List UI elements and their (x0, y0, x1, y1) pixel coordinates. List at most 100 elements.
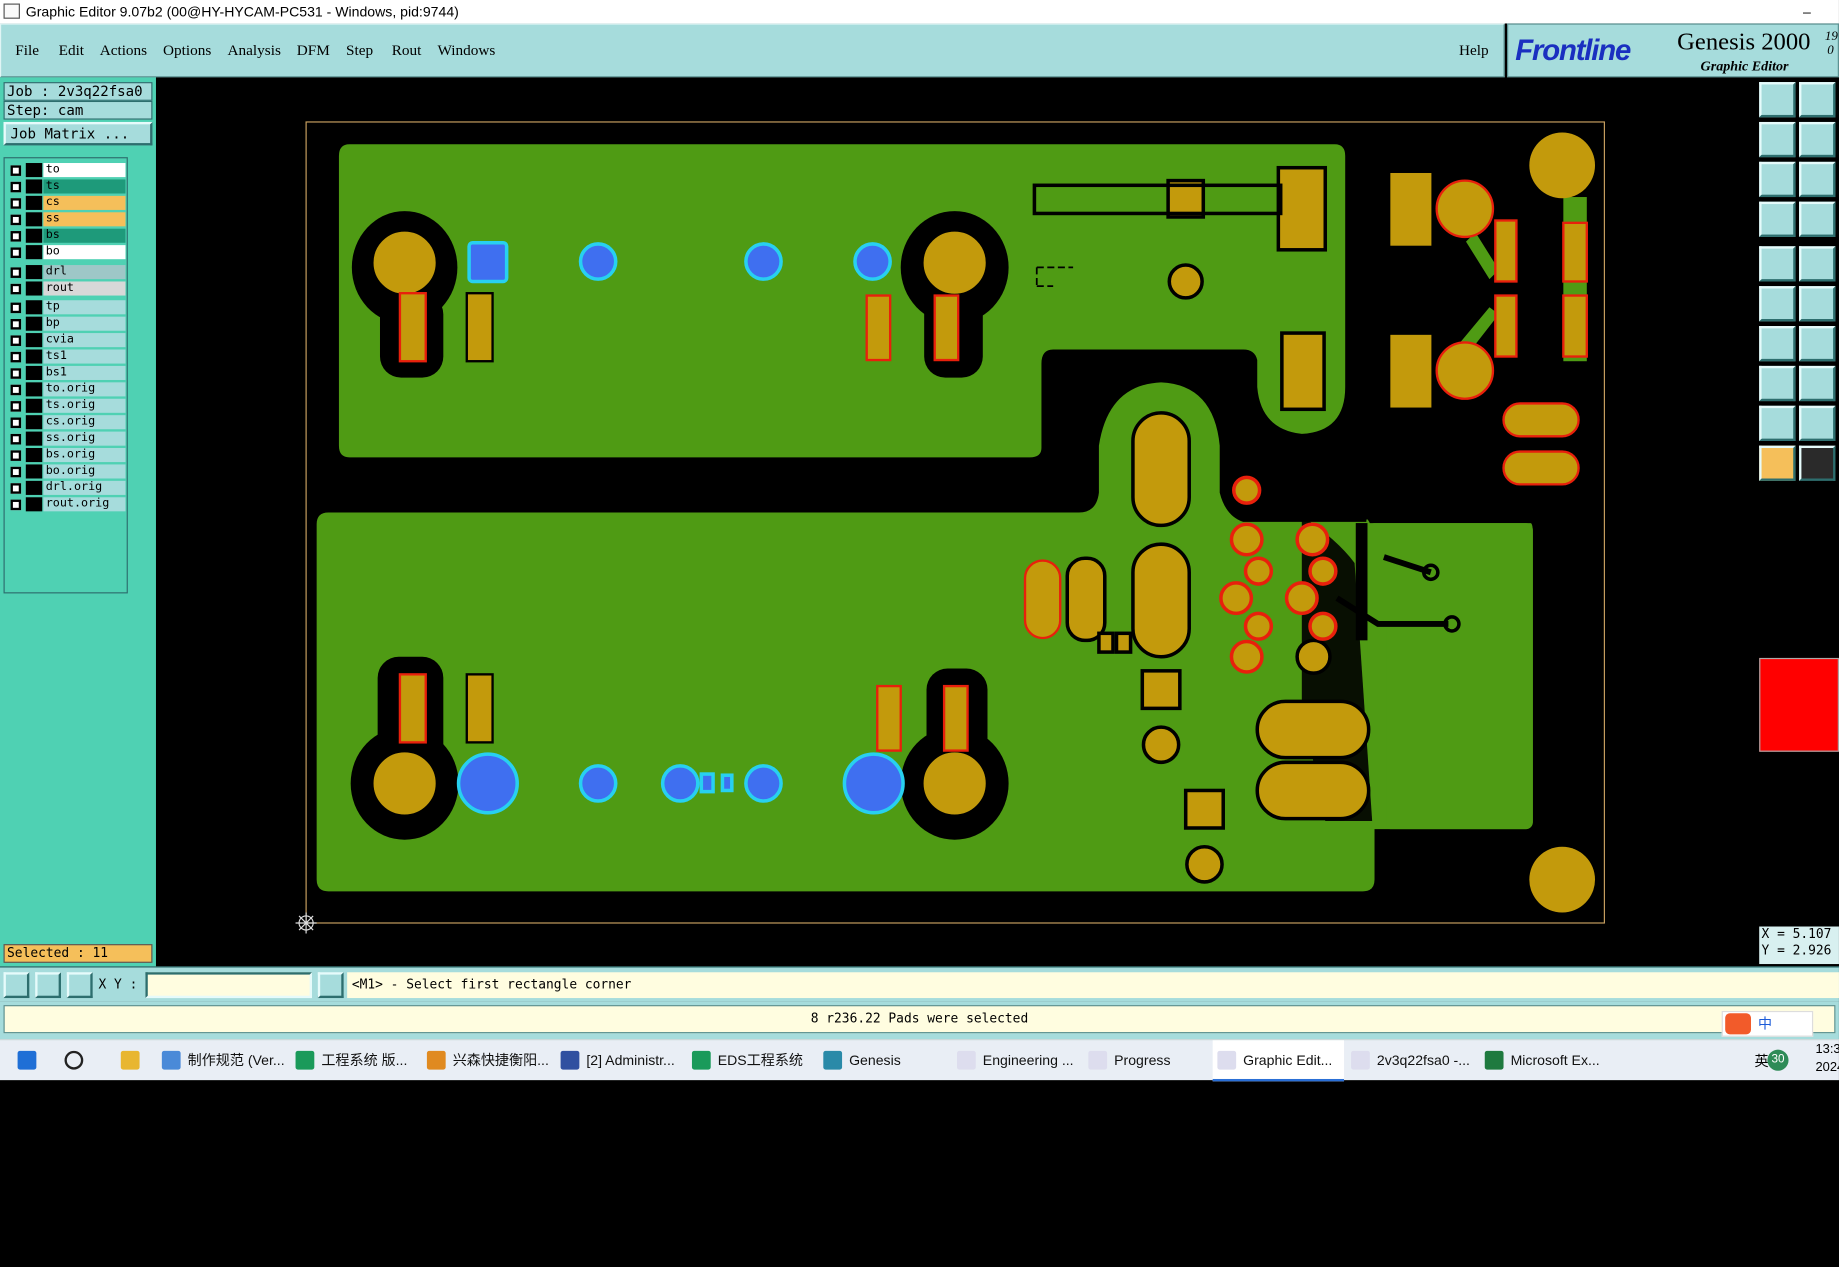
layer-color-swatch[interactable] (25, 245, 43, 260)
menu-file[interactable]: File (15, 41, 39, 59)
layer-color-swatch[interactable] (25, 497, 43, 512)
taskbar-item[interactable]: Genesis (819, 1040, 948, 1081)
layer-checkbox[interactable] (10, 165, 22, 176)
layer-row[interactable]: bo.orig (8, 464, 126, 479)
grid-snap-icon[interactable] (66, 972, 93, 999)
layer-color-swatch[interactable] (25, 281, 43, 296)
snap-mode-icon[interactable] (3, 972, 30, 999)
layer-color-swatch[interactable] (25, 333, 43, 348)
layer-checkbox[interactable] (10, 384, 22, 396)
menu-help[interactable]: Help (1458, 41, 1489, 59)
search-icon[interactable] (56, 1040, 91, 1081)
layer-row[interactable]: rout (8, 281, 126, 296)
alert-icon[interactable] (317, 972, 344, 999)
file-explorer-icon[interactable] (113, 1040, 148, 1081)
layer-row[interactable]: ts.orig (8, 398, 126, 413)
layer-row[interactable]: tp (8, 300, 126, 315)
taskbar-item[interactable]: Graphic Edit... (1212, 1040, 1345, 1082)
snap-icon[interactable] (1799, 405, 1836, 441)
zoom-fit-icon[interactable] (1799, 161, 1836, 198)
menu-options[interactable]: Options (163, 41, 212, 59)
layer-checkbox[interactable] (10, 283, 22, 295)
layer-color-swatch[interactable] (25, 464, 43, 479)
layer-row[interactable]: rout.orig (8, 497, 126, 512)
layer-row[interactable]: to.orig (8, 382, 126, 397)
layer-checkbox[interactable] (10, 466, 22, 478)
layer-row[interactable]: cs.orig (8, 415, 126, 430)
taskbar-item[interactable]: 2v3q22fsa0 -... (1346, 1040, 1477, 1081)
taskbar-item[interactable]: [2] Administr... (556, 1040, 685, 1081)
taskbar-item[interactable]: 工程系统 版... (291, 1040, 420, 1081)
layer-checkbox[interactable] (10, 368, 22, 379)
layer-color-swatch[interactable] (25, 448, 43, 463)
layer-checkbox[interactable] (10, 247, 22, 259)
menu-edit[interactable]: Edit (58, 41, 85, 59)
menu-actions[interactable]: Actions (99, 41, 148, 59)
grid-icon[interactable] (1799, 201, 1836, 237)
layer-row[interactable]: cs (8, 195, 126, 210)
graphic-canvas[interactable] (155, 77, 1756, 967)
select-mode-icon[interactable] (1799, 445, 1836, 481)
delete-icon[interactable] (1799, 286, 1836, 322)
layer-row[interactable]: bp (8, 316, 126, 331)
fit-screen-icon[interactable] (1759, 161, 1796, 198)
layer-checkbox[interactable] (10, 267, 22, 278)
taskbar-item[interactable]: 制作规范 (Ver... (157, 1040, 288, 1081)
add-surface-icon[interactable] (1799, 246, 1836, 282)
taskbar-item[interactable]: Microsoft Ex... (1480, 1040, 1609, 1081)
layer-checkbox[interactable] (10, 319, 22, 330)
add-line-icon[interactable] (1759, 326, 1796, 362)
layer-color-swatch[interactable] (25, 300, 43, 315)
layer-color-swatch[interactable] (25, 480, 43, 495)
layer-row[interactable]: drl (8, 265, 126, 280)
measure-icon[interactable] (1759, 405, 1796, 441)
layer-checkbox[interactable] (10, 302, 22, 314)
layer-color-swatch[interactable] (25, 179, 43, 194)
layer-row[interactable]: ss.orig (8, 431, 126, 446)
taskbar-item[interactable]: Engineering ... (952, 1040, 1081, 1081)
notification-badge[interactable]: 30 (1767, 1049, 1789, 1071)
layer-row[interactable]: drl.orig (8, 480, 126, 495)
ime-toolbar[interactable]: 中 (1721, 1010, 1814, 1037)
menu-step[interactable]: Step (345, 41, 374, 59)
job-matrix-button[interactable]: Job Matrix ... (3, 121, 153, 146)
layer-checkbox[interactable] (10, 483, 22, 494)
taskbar-item[interactable]: 兴森快捷衡阳... (422, 1040, 553, 1081)
layer-checkbox[interactable] (10, 231, 22, 242)
layer-checkbox[interactable] (10, 198, 22, 209)
layer-checkbox[interactable] (10, 181, 22, 193)
layer-color-swatch[interactable] (25, 228, 43, 243)
layer-color-swatch[interactable] (25, 398, 43, 413)
layer-checkbox[interactable] (10, 417, 22, 429)
layer-checkbox[interactable] (10, 450, 22, 461)
layer-checkbox[interactable] (10, 335, 22, 346)
menu-rout[interactable]: Rout (391, 41, 422, 59)
taskbar-item[interactable]: Progress (1084, 1040, 1211, 1081)
layer-view-icon[interactable] (1759, 201, 1796, 237)
break-icon[interactable] (1799, 365, 1836, 402)
layer-checkbox[interactable] (10, 499, 22, 511)
ime-indicator[interactable]: 英 (1754, 1053, 1769, 1070)
angle-mode-icon[interactable] (35, 972, 61, 999)
layer-row[interactable]: bs (8, 228, 126, 243)
layer-checkbox[interactable] (10, 401, 22, 412)
edit-line-icon[interactable] (1799, 326, 1836, 362)
layer-row[interactable]: ts1 (8, 349, 126, 364)
layer-row[interactable]: ts (8, 179, 126, 194)
layer-row[interactable]: cvia (8, 333, 126, 348)
menu-analysis[interactable]: Analysis (227, 41, 281, 59)
zoom-up-icon[interactable] (1759, 82, 1796, 118)
start-icon[interactable] (9, 1040, 44, 1081)
layer-row[interactable]: ss (8, 212, 126, 227)
menu-windows[interactable]: Windows (437, 41, 496, 59)
select-arrow-icon[interactable] (1759, 445, 1796, 481)
layer-color-swatch[interactable] (25, 163, 43, 178)
layer-color-swatch[interactable] (25, 316, 43, 331)
layer-color-swatch[interactable] (25, 365, 43, 380)
layer-color-swatch[interactable] (25, 431, 43, 446)
add-pad-icon[interactable] (1759, 246, 1796, 282)
layer-color-swatch[interactable] (25, 195, 43, 210)
layer-color-swatch[interactable] (25, 382, 43, 397)
pan-left-icon[interactable] (1759, 121, 1796, 158)
pan-right-icon[interactable] (1799, 121, 1836, 158)
